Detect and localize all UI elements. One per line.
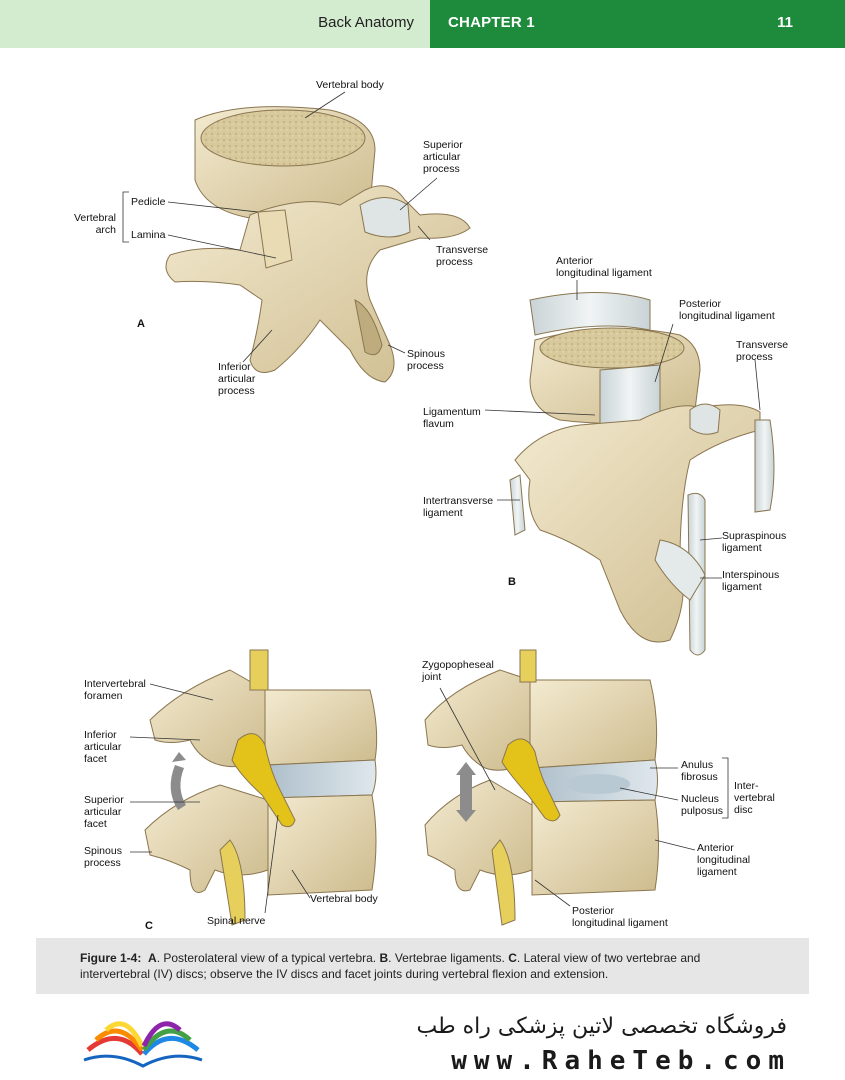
website-url: www.RaheTeb.com xyxy=(451,1046,791,1076)
caption-b-text: . Vertebrae ligaments. xyxy=(388,951,509,965)
label-transverse-process-a: Transverse process xyxy=(436,244,489,268)
label-zygopopheseal-joint: Zygopopheseal joint xyxy=(422,659,494,683)
label-intertransverse-ligament: Intertransverse ligament xyxy=(423,495,494,519)
panel-b-letter: B xyxy=(508,576,516,588)
label-superior-articular-facet: Superior articular facet xyxy=(84,794,124,830)
label-inferior-articular-facet: Inferior articular facet xyxy=(84,729,122,765)
label-inferior-articular-process: Inferior articular process xyxy=(218,361,256,397)
label-anulus-fibrosus: Anulus fibrosus xyxy=(681,759,718,783)
label-vertebral-body-c: Vertebral body xyxy=(310,893,378,905)
book-title: Back Anatomy xyxy=(318,14,414,31)
store-name-persian: فروشگاه تخصصی لاتین پزشکی راه طب xyxy=(416,1014,788,1039)
panel-c-right-vertebrae xyxy=(424,649,659,926)
caption-c-text: . Lateral view of two vertebrae and inte… xyxy=(80,951,701,981)
panel-c-letter: C xyxy=(145,920,153,932)
leader-lines xyxy=(122,91,761,914)
label-vertebral-body-a: Vertebral body xyxy=(316,79,384,91)
label-nucleus-pulposus: Nucleus pulposus xyxy=(681,793,724,817)
header-book-band: Back Anatomy xyxy=(0,0,430,48)
label-posterior-longitudinal-ligament-b: Posterior longitudinal ligament xyxy=(679,298,775,322)
label-spinous-process-c: Spinous process xyxy=(84,845,122,869)
label-pedicle: Pedicle xyxy=(131,196,166,208)
label-ligamentum-flavum: Ligamentum flavum xyxy=(423,406,481,430)
panel-a-vertebra xyxy=(165,106,471,383)
figure-caption: Figure 1-4: A. Posterolateral view of a … xyxy=(36,938,809,994)
header-chapter-band: CHAPTER 1 11 xyxy=(430,0,845,48)
caption-b-letter: B xyxy=(379,951,389,965)
label-anterior-longitudinal-ligament-b: Anterior longitudinal ligament xyxy=(556,255,652,279)
label-intervertebral-disc: Inter- vertebral disc xyxy=(734,780,775,816)
panel-b-ligaments xyxy=(509,292,775,656)
caption-a-letter: A xyxy=(148,951,157,965)
panel-c-left-vertebrae xyxy=(144,649,378,926)
label-supraspinous-ligament: Supraspinous ligament xyxy=(722,530,787,554)
label-interspinous-ligament: Interspinous ligament xyxy=(722,569,780,593)
label-spinal-nerve: Spinal nerve xyxy=(207,915,266,927)
label-vertebral-arch: Vertebral arch xyxy=(73,212,116,236)
label-lamina: Lamina xyxy=(131,229,166,241)
label-posterior-longitudinal-ligament-c: Posterior longitudinal ligament xyxy=(572,905,668,929)
label-spinous-process-a: Spinous process xyxy=(407,348,445,372)
label-anterior-longitudinal-ligament-c: Anterior longitudinal ligament xyxy=(697,842,751,878)
label-transverse-process-b: Transverse process xyxy=(736,339,789,363)
book-logo-icon xyxy=(83,1021,203,1068)
caption-a-text: . Posterolateral view of a typical verte… xyxy=(156,951,380,965)
panel-a-letter: A xyxy=(137,318,145,330)
page-number: 11 xyxy=(777,14,793,31)
caption-c-letter: C xyxy=(508,951,517,965)
caption-figure-label: Figure 1-4: xyxy=(80,951,142,965)
chapter-label: CHAPTER 1 xyxy=(448,14,535,31)
label-intervertebral-foramen: Intervertebral foramen xyxy=(84,678,146,702)
label-superior-articular-process: Superior articular process xyxy=(423,139,463,175)
vertebra-illustration xyxy=(122,91,775,926)
anatomy-figure: Vertebral body Superior articular proces… xyxy=(0,48,845,938)
